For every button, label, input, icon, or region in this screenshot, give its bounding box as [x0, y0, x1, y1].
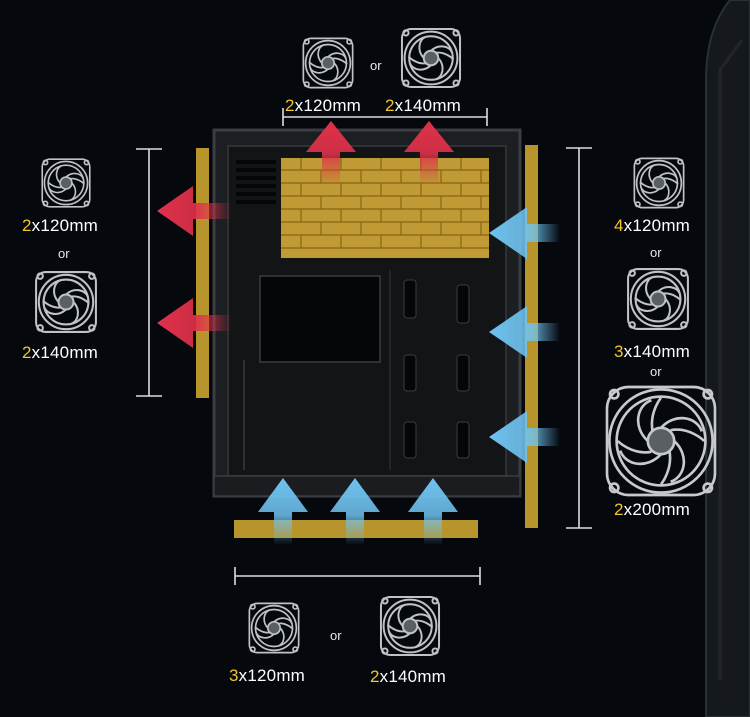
- fan-size: x140mm: [394, 96, 462, 115]
- front-intake-arrow-2: [489, 306, 560, 358]
- fan-size: x120mm: [294, 96, 362, 115]
- front-fan-option-a-label: 4x120mm: [614, 216, 690, 236]
- fan-size: x120mm: [31, 216, 99, 235]
- top-exhaust-arrow-1: [306, 121, 356, 185]
- top-exhaust-arrow-2: [404, 121, 454, 185]
- bottom-dimension-bracket: [234, 567, 481, 585]
- fan-icon: [248, 602, 300, 654]
- bottom-fan-option-a-label: 3x120mm: [229, 666, 305, 686]
- rear-fan-option-a-label: 2x120mm: [22, 216, 98, 236]
- fan-size: x120mm: [623, 216, 691, 235]
- fan-count: 2: [22, 343, 32, 362]
- fan-count: 2: [385, 96, 395, 115]
- fan-count: 3: [229, 666, 239, 685]
- fan-icon-large: [605, 385, 717, 497]
- fan-size: x120mm: [238, 666, 306, 685]
- front-fan-option-c-label: 2x200mm: [614, 500, 690, 520]
- fan-size: x140mm: [31, 343, 99, 362]
- top-dimension-bracket: [282, 108, 488, 126]
- fan-icon: [633, 157, 685, 209]
- top-fan-option-b-label: 2x140mm: [385, 96, 461, 116]
- fan-count: 2: [370, 667, 380, 686]
- fan-icon: [302, 37, 354, 89]
- front-intake-arrow-1: [489, 207, 560, 259]
- rear-dimension-bracket: [136, 148, 162, 397]
- rear-exhaust-arrow-2: [157, 298, 232, 348]
- fan-size: x140mm: [379, 667, 447, 686]
- top-radiator-highlight: [281, 158, 489, 258]
- bottom-intake-arrow-3: [408, 478, 458, 545]
- fan-count: 4: [614, 216, 624, 235]
- fan-size: x140mm: [623, 342, 691, 361]
- fan-icon: [35, 271, 97, 333]
- bottom-or-label: or: [330, 628, 342, 643]
- fan-count: 2: [614, 500, 624, 519]
- front-dimension-bracket: [566, 147, 592, 529]
- fan-icon: [379, 595, 441, 657]
- bottom-fan-option-b-label: 2x140mm: [370, 667, 446, 687]
- rear-or-label: or: [58, 246, 70, 261]
- rear-fan-option-b-label: 2x140mm: [22, 343, 98, 363]
- front-intake-arrow-3: [489, 411, 560, 463]
- fan-icon: [400, 27, 462, 89]
- fan-icon: [41, 158, 91, 208]
- fan-count: 3: [614, 342, 624, 361]
- fan-count: 2: [285, 96, 295, 115]
- top-fan-option-a-label: 2x120mm: [285, 96, 361, 116]
- front-or-label-1: or: [650, 245, 662, 260]
- fan-icon: [627, 268, 689, 330]
- bottom-intake-arrow-2: [330, 478, 380, 545]
- fan-size: x200mm: [623, 500, 691, 519]
- front-fan-option-b-label: 3x140mm: [614, 342, 690, 362]
- fan-count: 2: [22, 216, 32, 235]
- rear-exhaust-arrow-1: [157, 186, 232, 236]
- bottom-intake-arrow-1: [258, 478, 308, 545]
- front-or-label-2: or: [650, 364, 662, 379]
- top-or-label: or: [370, 58, 382, 73]
